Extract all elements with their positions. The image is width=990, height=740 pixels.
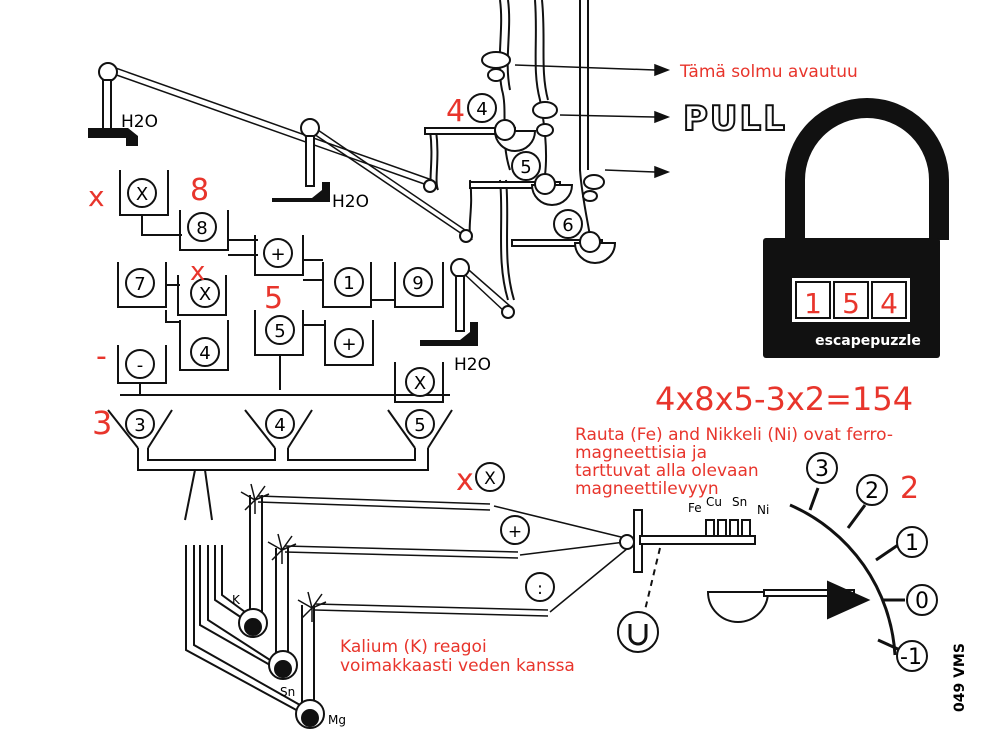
knot-arrows <box>514 63 671 179</box>
cup-label: X <box>136 184 148 205</box>
magnet-icon <box>617 611 659 653</box>
answer-x-1: x <box>88 180 105 213</box>
cup-label: 3 <box>134 415 145 436</box>
answer-4: 4 <box>446 94 465 129</box>
pulley-lines <box>107 65 511 313</box>
cup-circles <box>125 178 435 439</box>
dial-tick-1: 1 <box>905 531 919 556</box>
dial-circles <box>806 452 938 672</box>
dial-tick-3: 3 <box>815 457 829 482</box>
dial <box>789 487 905 656</box>
bulb-k-label: K <box>232 593 241 607</box>
rope-circle-5: 5 <box>520 157 531 178</box>
fan-icons <box>240 483 327 622</box>
cup-label: 7 <box>134 274 145 295</box>
rope-circle-4: 4 <box>476 99 487 120</box>
dial-tick-minus1: -1 <box>900 645 922 670</box>
cup-label: 5 <box>414 415 425 436</box>
potassium-note-line: Kalium (K) reagoi <box>340 637 487 657</box>
op-circles <box>475 462 555 602</box>
dial-tick-2: 2 <box>865 479 879 504</box>
answer-minus: - <box>96 339 107 374</box>
lock-digit-2: 5 <box>842 287 860 320</box>
rods <box>257 495 629 617</box>
lock-digit-3: 4 <box>880 287 898 320</box>
op-circle-colon: : <box>537 579 543 599</box>
cup-label: X <box>414 373 426 394</box>
op-circle-plus: + <box>508 522 522 542</box>
answer-5: 5 <box>264 281 283 316</box>
potassium-note: Kalium (K) reagoi voimakkaasti veden kan… <box>340 637 575 676</box>
answer-8: 8 <box>190 173 209 208</box>
op-circle-x: X <box>484 469 496 489</box>
cup-label: + <box>270 244 285 265</box>
answer-x-3: x <box>456 463 474 498</box>
metals-note-line: Rauta (Fe) and Nikkeli (Ni) ovat ferro- <box>575 425 893 445</box>
answer-2: 2 <box>900 471 919 506</box>
water-label-2: H2O <box>332 192 369 212</box>
cup-label: X <box>199 284 211 305</box>
metals-note-line: tarttuvat alla olevaan <box>575 461 759 481</box>
metal-sn: Sn <box>732 495 747 509</box>
knot-icons <box>481 51 605 202</box>
scoop-icon <box>706 580 871 623</box>
cup-label: - <box>137 355 144 376</box>
answer-3: 3 <box>92 404 112 442</box>
gear-icons <box>98 62 515 319</box>
tubes <box>185 495 315 713</box>
tap-icons <box>88 128 478 346</box>
metal-ni: Ni <box>757 503 769 517</box>
rope-circle-6: 6 <box>562 215 573 236</box>
metal-cu: Cu <box>706 495 722 509</box>
bulb-icons <box>238 608 325 729</box>
metal-pivot <box>619 509 756 573</box>
cup-label: 4 <box>274 415 285 436</box>
metal-fe: Fe <box>688 501 702 515</box>
pull-label: PULL <box>683 99 787 139</box>
funnels <box>107 409 453 521</box>
cup-label: 9 <box>412 273 423 294</box>
metals-note-line: magneettilevyyn <box>575 479 719 499</box>
potassium-note-line: voimakkaasti veden kanssa <box>340 656 575 676</box>
water-label-1: H2O <box>121 112 158 132</box>
cup-label: 8 <box>196 218 207 239</box>
answer-x-2: x <box>190 257 205 287</box>
cup-label: 1 <box>343 273 354 294</box>
water-label-3: H2O <box>454 355 491 375</box>
shelves <box>424 119 617 264</box>
dial-tick-0: 0 <box>915 589 929 614</box>
cup-label: 5 <box>274 321 285 342</box>
lock-brand: escapepuzzle <box>815 333 921 349</box>
bulb-mg-label: Mg <box>328 713 346 727</box>
lock-digit-1: 1 <box>804 287 822 320</box>
knot-note: Tämä solmu avautuu <box>679 62 858 82</box>
cup-grid <box>117 170 450 403</box>
equation: 4x8x5-3x2=154 <box>655 380 913 418</box>
rope-circle-labels <box>467 93 583 239</box>
puzzle-code: 049 VMS <box>952 643 968 712</box>
metals-note: Rauta (Fe) and Nikkeli (Ni) ovat ferro- … <box>575 425 893 499</box>
padlock-icon <box>763 98 949 358</box>
bulb-sn-label: Sn <box>280 685 295 699</box>
cup-label: + <box>341 334 356 355</box>
metals-note-line: magneettisia ja <box>575 443 707 463</box>
cup-labels: X 8 + 7 X 1 9 5 4 + - X 3 4 5 <box>134 184 426 436</box>
magnet-dash <box>644 547 661 611</box>
cup-label: 4 <box>199 343 210 364</box>
